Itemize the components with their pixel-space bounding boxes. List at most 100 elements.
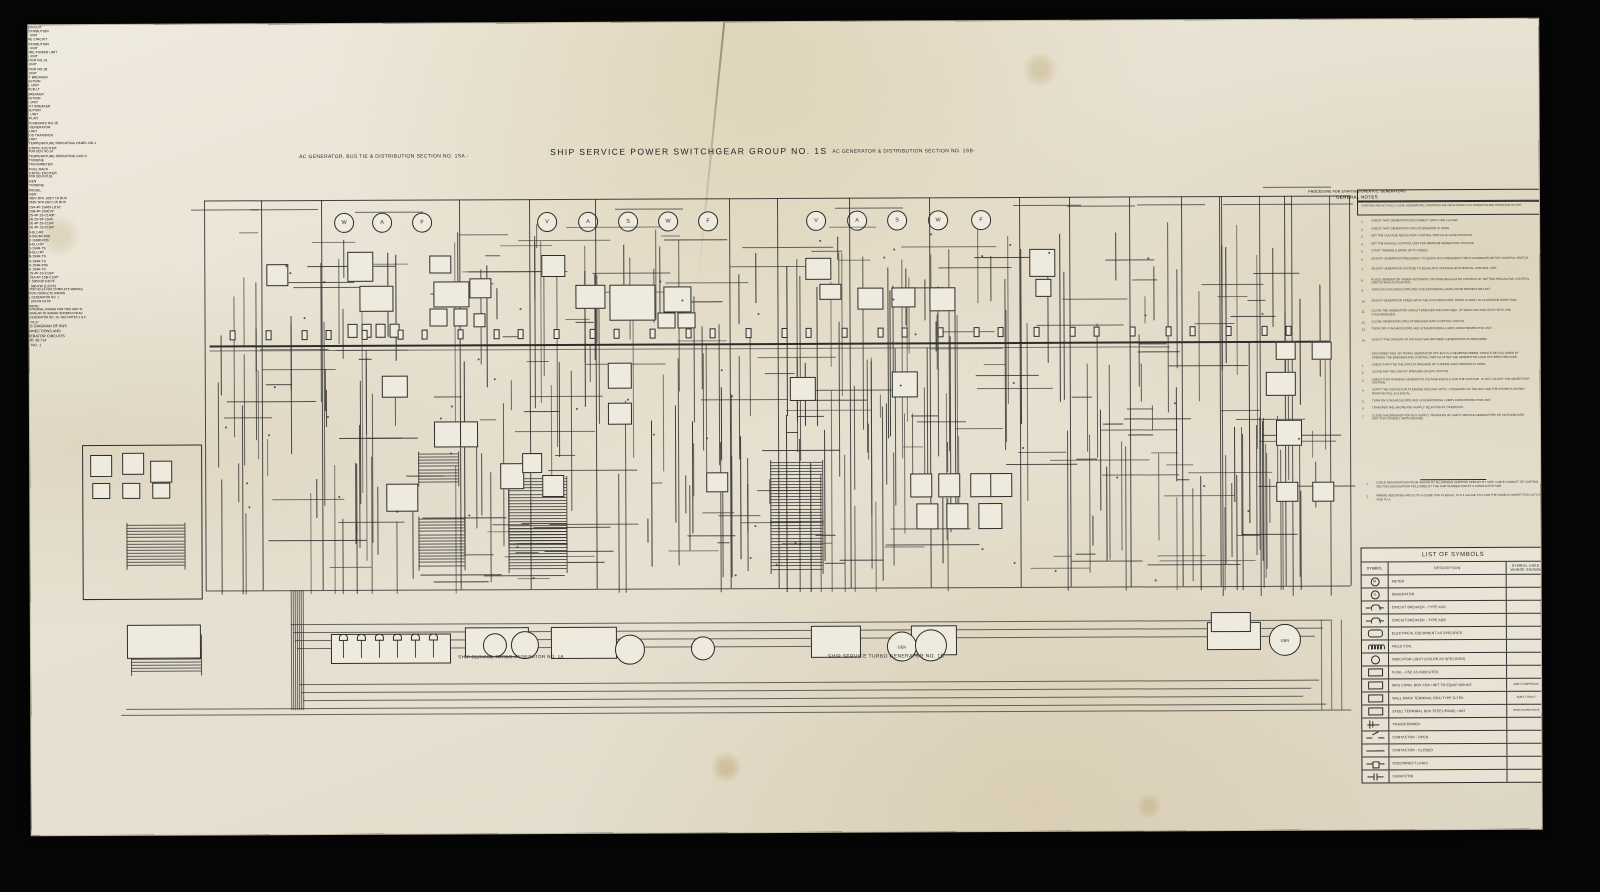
wire-v-184 — [1091, 515, 1094, 546]
wire-v-82 — [926, 347, 929, 476]
cable-bundle-4-4 — [770, 474, 823, 476]
procedure2-number-8: 7. — [1361, 413, 1365, 418]
wire-h-54 — [884, 546, 925, 548]
breaker-tick-27 — [1093, 326, 1100, 337]
wire-v-160 — [731, 394, 733, 513]
symbol-cell-glyph — [1362, 666, 1390, 679]
temp-coil-head-3 — [392, 633, 402, 641]
cable-bundle-rail-a-6 — [126, 522, 128, 571]
wire-v-35 — [495, 288, 498, 319]
wire-v-81 — [1157, 452, 1160, 541]
symbol-cell-description: CAPACITOR — [1389, 769, 1508, 783]
breaker-tick-31 — [1225, 326, 1232, 337]
feeder-riser-r-2 — [1340, 619, 1343, 710]
equipment-box-35 — [706, 472, 729, 493]
page-title: SHIP SERVICE POWER SWITCHGEAR GROUP NO. … — [550, 145, 828, 158]
wire-v-119 — [866, 360, 868, 454]
cable-bundle-5-2 — [770, 528, 823, 530]
equipment-box-32 — [607, 402, 632, 425]
cable-bundle-0-15 — [418, 564, 465, 567]
procedure-item-4: SET THE MANUAL CONTROL UNIT FOR MINIMUM … — [1371, 240, 1475, 245]
symbol-cell-glyph: M — [1361, 575, 1389, 588]
cable-bundle-4-16 — [770, 511, 823, 513]
symbol-breaker-icon — [1365, 616, 1384, 624]
cable-bundle-rail-b-7 — [200, 634, 203, 676]
equipment-box-24 — [381, 375, 408, 398]
terminal-dot-45 — [467, 514, 470, 517]
procedure2-number-7: 6. — [1361, 406, 1365, 411]
symbol-glyph-tb — [1367, 681, 1383, 690]
equipment-box-15 — [1029, 248, 1056, 277]
wire-h-76 — [976, 375, 1039, 377]
cap-plate-a — [1373, 772, 1375, 780]
meter-f-c4: F — [971, 210, 992, 231]
cable-bundle-4-9 — [770, 489, 823, 491]
feeder-run-6 — [303, 695, 1304, 702]
equipment-box-29 — [522, 453, 543, 474]
wire-v-124 — [257, 369, 259, 460]
blueprint-board: SHIP SERVICE POWER SWITCHGEAR GROUP NO. … — [28, 18, 1542, 836]
equipment-box-11 — [819, 283, 842, 300]
wire-v-33 — [1300, 490, 1303, 590]
cable-bundle-1-8 — [418, 478, 459, 480]
symbol-table-row: CIRCUIT BREAKER - TYPE ACB — [1361, 600, 1542, 615]
wire-h-89 — [548, 469, 637, 471]
wire-h-130 — [239, 232, 259, 234]
procedure2-item-3: CLOSE AND THE CIRCUIT BREAKER ON BUS STA… — [1371, 369, 1449, 374]
symbol-table-row: FUSE - USE AS INDICATED — [1362, 665, 1542, 680]
wire-v-95 — [217, 382, 219, 468]
cable-bundle-3-4 — [508, 540, 567, 542]
terminal-dot-23 — [1116, 476, 1119, 479]
symbol-cell-description: WALL MARK TERMINAL BOX-TYPE G-TEK — [1389, 691, 1508, 705]
equipment-box-36 — [789, 376, 816, 401]
symbol-cell-note — [1507, 627, 1542, 639]
symbol-cell-description: CONTACTOR - CLOSED — [1389, 743, 1508, 757]
general-note-number-1: 1. — [1366, 481, 1369, 486]
symbol-circle-icon: G — [1370, 589, 1380, 599]
wire-h-5 — [955, 428, 1003, 430]
cable-bundle-4-1 — [770, 464, 823, 467]
meter-w-b3: W — [658, 211, 679, 232]
symbol-cell-description: GENERATOR — [1388, 587, 1507, 601]
turbine-wheel-1a — [690, 636, 716, 661]
symbol-table-title: LIST OF SYMBOLS — [1361, 547, 1542, 563]
symbol-glyph-ct-c — [1366, 747, 1385, 753]
cable-bundle-1-4 — [418, 465, 459, 467]
meter-s-c2: S — [887, 210, 908, 231]
equipment-box-37 — [891, 371, 918, 398]
procedure2-item-6: TURN ON SYNCHROSCOPE AND SYNCHRONIZING L… — [1371, 397, 1492, 402]
wire-v-139 — [989, 256, 992, 301]
wire-h-37 — [829, 226, 877, 228]
wire-h-47 — [1159, 559, 1256, 562]
wire-v-142 — [558, 362, 560, 458]
wire-v-221 — [837, 253, 840, 285]
wire-v-218 — [937, 286, 940, 457]
cable-bundle-rail-a-1 — [418, 451, 420, 487]
coil-loop-4 — [1379, 644, 1385, 650]
feeder-riser-r-0 — [1320, 619, 1323, 710]
wire-h-128 — [515, 430, 595, 432]
cable-bundle-0-8 — [418, 543, 465, 545]
wire-h-80 — [668, 550, 719, 552]
cap-lead-r — [1377, 775, 1384, 777]
general-notes-title: GENERAL NOTES — [1336, 193, 1378, 200]
terminal-dot-35 — [914, 333, 917, 336]
cable-bundle-5-0 — [770, 521, 823, 524]
equipment-box-52 — [90, 454, 113, 478]
wire-h-65 — [500, 244, 553, 246]
equipment-box-44 — [978, 503, 1003, 530]
symbol-cell-glyph — [1362, 692, 1390, 705]
equipment-box-31 — [607, 362, 632, 389]
section-left-title: AC GENERATOR, BUS TIE & DISTRIBUTION SEC… — [299, 153, 469, 161]
wire-v-225 — [356, 523, 359, 594]
wire-v-129 — [853, 505, 856, 592]
symbol-cell-note — [1507, 588, 1542, 600]
wire-v-152 — [1233, 427, 1236, 503]
breaker-tick-24 — [997, 327, 1004, 338]
wire-h-92 — [459, 233, 509, 235]
cable-bundle-4-6 — [770, 480, 823, 482]
